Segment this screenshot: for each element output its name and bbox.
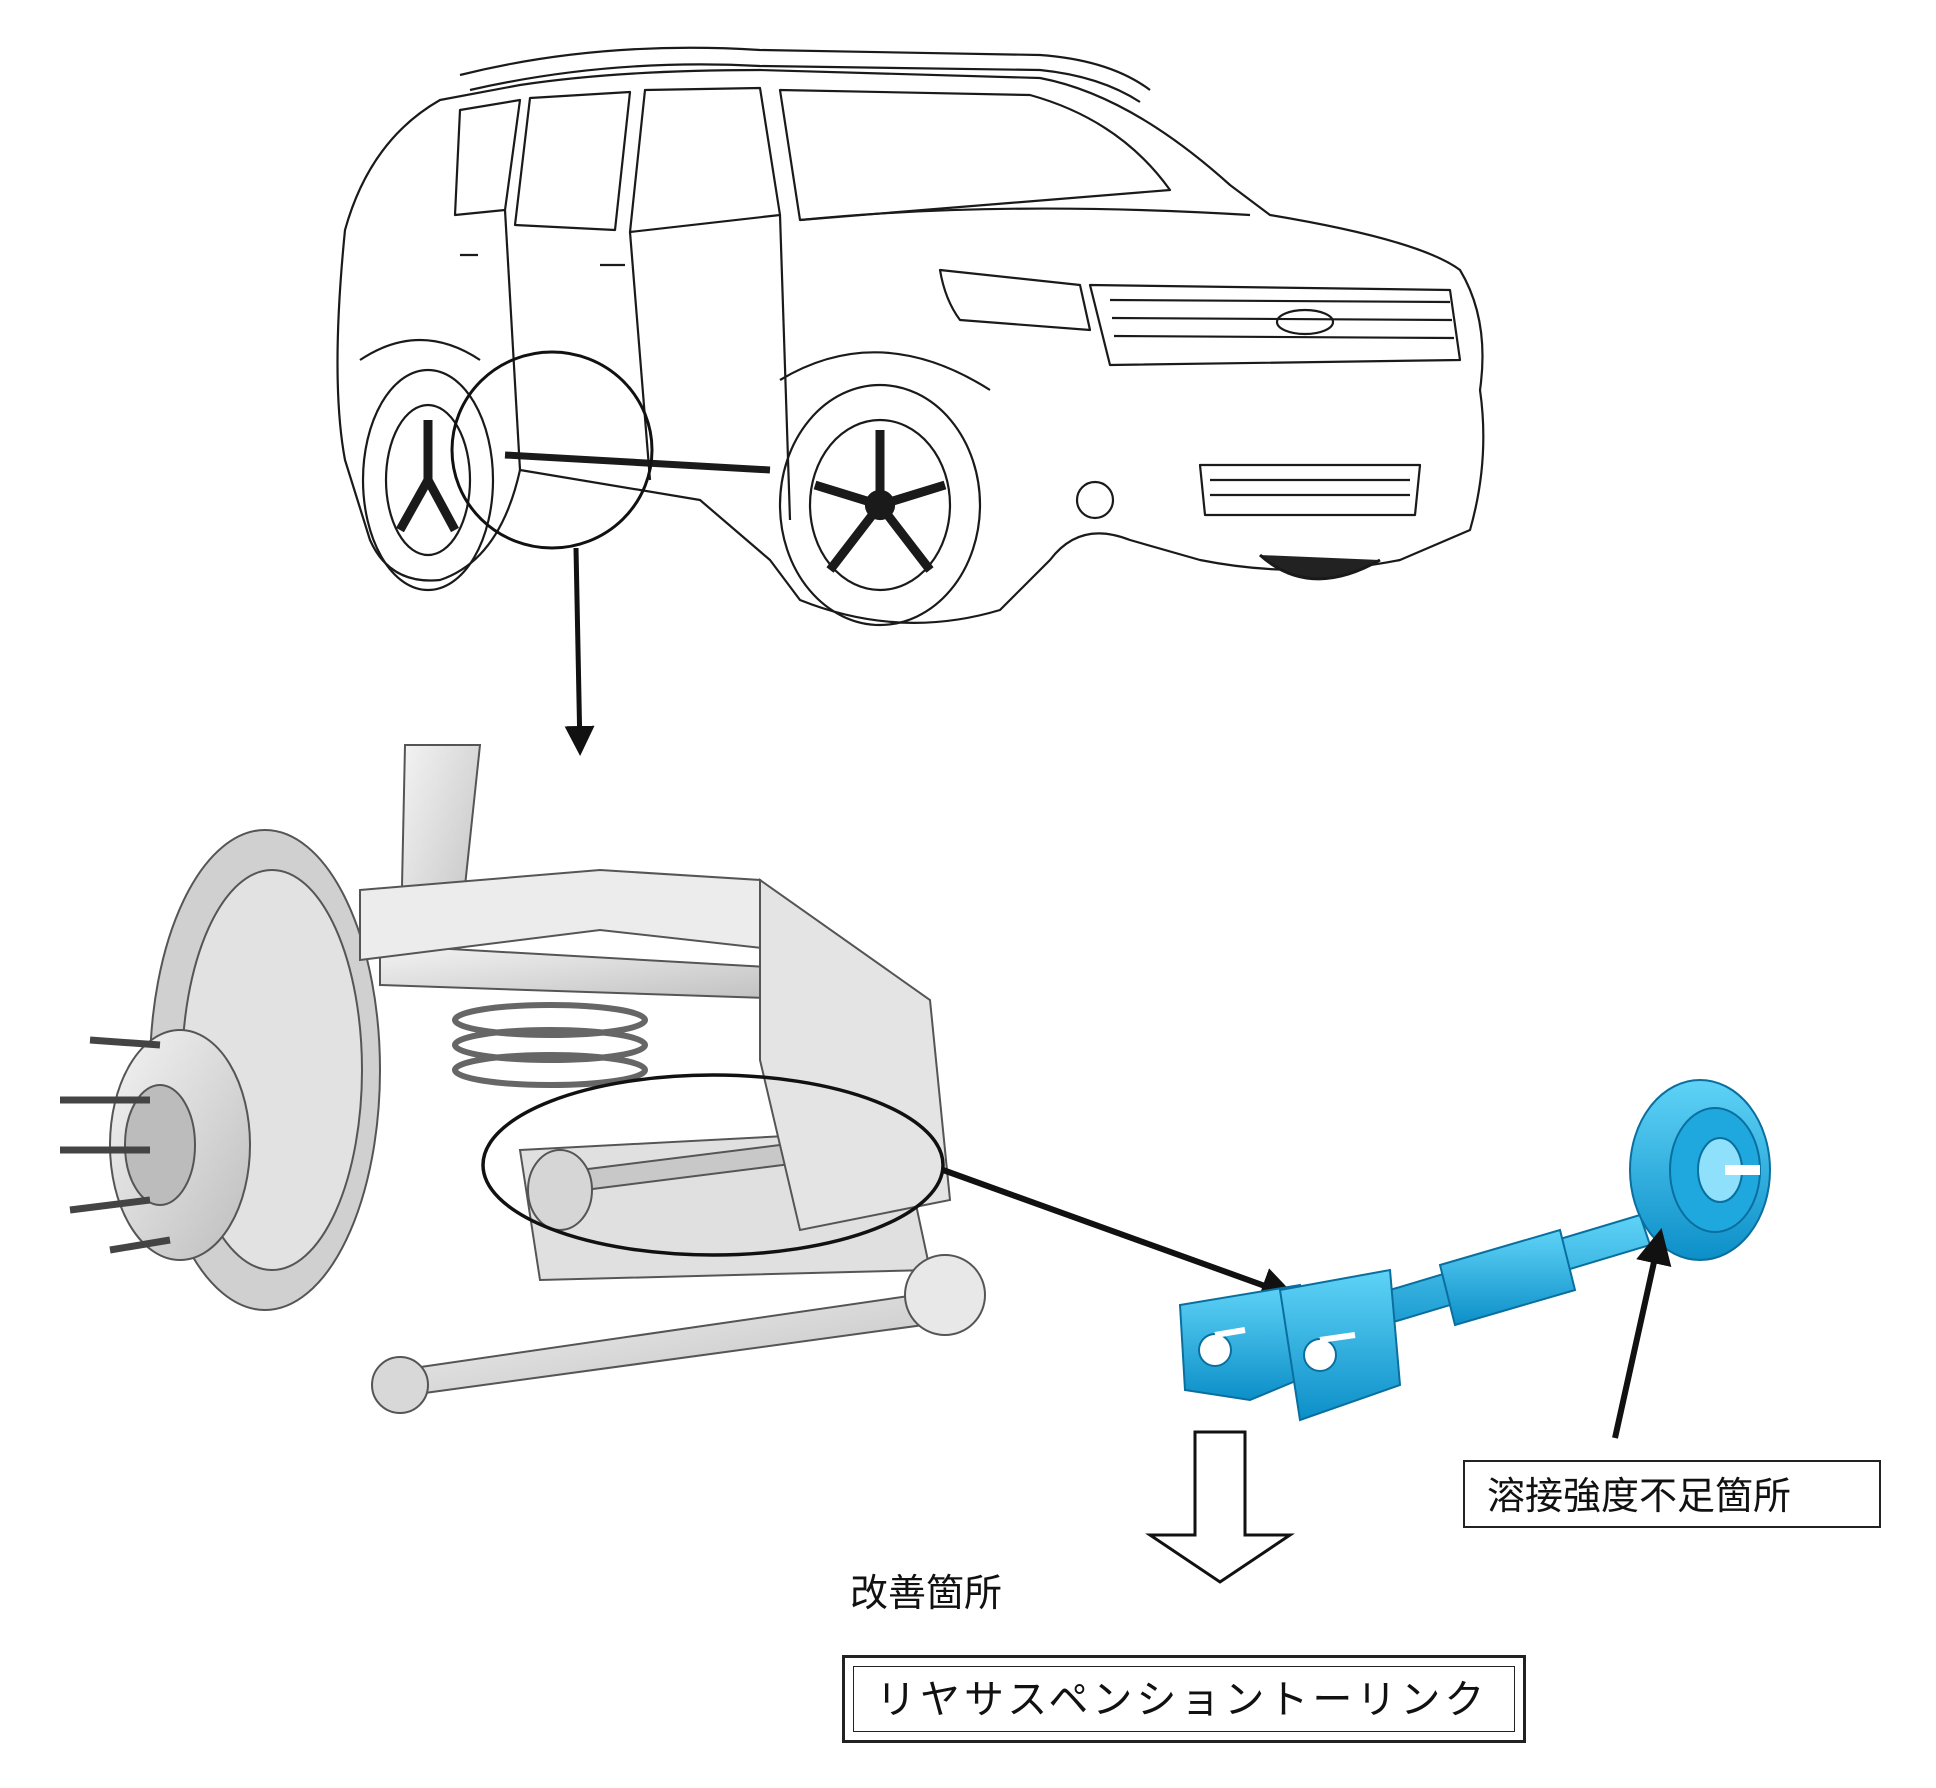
toe-link-part xyxy=(1178,1079,1771,1422)
weld-defect-arrow xyxy=(1612,1227,1672,1439)
hollow-down-arrow xyxy=(1145,1430,1295,1584)
rear-suspension-assembly xyxy=(60,744,986,1414)
callout-arrow-right xyxy=(941,1167,1297,1303)
callout-circle-car xyxy=(450,350,654,550)
weld-defect-label: 溶接強度不足箇所 xyxy=(1463,1460,1881,1528)
improvement-label: 改善箇所 xyxy=(850,1571,1003,1615)
suv-wheels xyxy=(361,368,1381,627)
callout-circle-suspension xyxy=(481,1073,945,1257)
suv-line-drawing xyxy=(336,46,1485,624)
part-name-box: リヤサスペンショントーリンク xyxy=(842,1655,1526,1743)
part-name-label: リヤサスペンショントーリンク xyxy=(853,1666,1515,1732)
callout-arrow-down xyxy=(564,547,595,756)
